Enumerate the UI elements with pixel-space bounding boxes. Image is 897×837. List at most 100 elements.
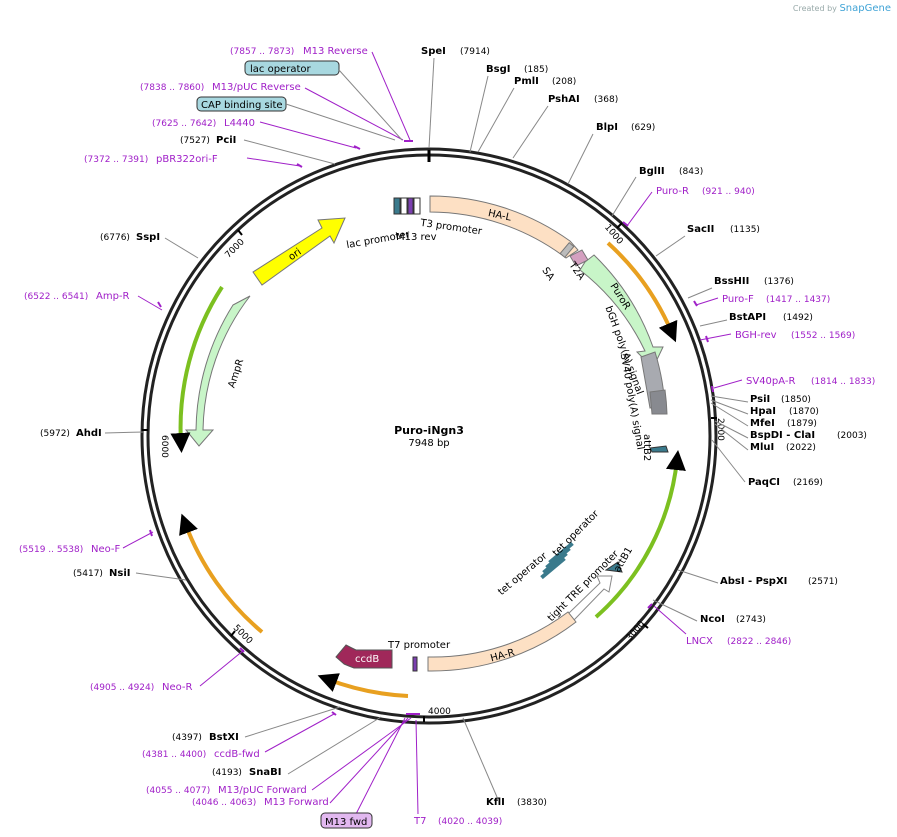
primer-pbr322ori-f[interactable]: (7372 .. 7391) pBR322ori-F <box>84 154 218 165</box>
feature-lac-operator[interactable] <box>400 197 408 215</box>
primer-puro-r[interactable]: Puro-R(921 .. 940) <box>656 186 755 197</box>
primer-t7[interactable]: T7(4020 .. 4039) <box>413 816 502 827</box>
feature-sv40-polya[interactable] <box>649 389 668 415</box>
svg-text:5000: 5000 <box>231 623 254 646</box>
feature-sa[interactable] <box>559 242 575 258</box>
primer-puro-f[interactable]: Puro-F(1417 .. 1437) <box>722 294 830 305</box>
right-green-arc <box>594 450 686 619</box>
enzyme-pshai[interactable]: PshAI(368) <box>548 94 618 105</box>
svg-text:pBR322ori-F: pBR322ori-F <box>156 154 218 165</box>
primer-m13-forward[interactable]: (4046 .. 4063)M13 Forward <box>192 797 329 808</box>
primer-neo-f[interactable]: (5519 .. 5538) Neo-F <box>19 544 121 555</box>
boxed-m13-fwd[interactable]: M13 fwd <box>320 812 373 829</box>
feature-ha-r[interactable] <box>427 611 577 672</box>
enzyme-blpi[interactable]: BlpI (629) <box>596 122 655 133</box>
enzyme-bsgi[interactable]: BsgI(185) <box>486 64 548 75</box>
enzyme-sacii[interactable]: SacII(1135) <box>687 224 760 235</box>
svg-text:(4046 .. 4063): (4046 .. 4063) <box>192 798 256 808</box>
feature-t3-promoter[interactable] <box>413 197 421 215</box>
svg-text:(1879): (1879) <box>787 419 817 429</box>
feature-ampr[interactable] <box>184 295 251 447</box>
primer-neo-r[interactable]: (4905 .. 4924)Neo-R <box>90 682 193 693</box>
enzyme-paqci[interactable]: PaqCI(2169) <box>748 477 823 488</box>
enzyme-psii[interactable]: PsiI(1850) <box>750 394 811 405</box>
svg-text:(1492): (1492) <box>783 313 813 323</box>
primer-m13-reverse[interactable]: (7857 .. 7873)M13 Reverse <box>230 46 368 57</box>
svg-text:(7838 .. 7860): (7838 .. 7860) <box>140 83 204 93</box>
enzyme-pcii[interactable]: (7527)PciI <box>180 135 236 146</box>
feature-cap-site[interactable] <box>393 197 401 215</box>
primer-sv40pa-r[interactable]: SV40pA-R(1814 .. 1833) <box>746 376 875 387</box>
svg-text:(5519 .. 5538): (5519 .. 5538) <box>19 545 83 555</box>
svg-text:BssHII: BssHII <box>714 276 749 287</box>
enzyme-sspi[interactable]: (6776)SspI <box>100 232 160 243</box>
svg-text:T7: T7 <box>413 816 426 827</box>
svg-text:(1850): (1850) <box>781 395 811 405</box>
enzyme-ncoi[interactable]: NcoI(2743) <box>700 614 766 625</box>
svg-text:SpeI: SpeI <box>421 46 446 57</box>
svg-text:(1376): (1376) <box>764 277 794 287</box>
enzyme-bstxi[interactable]: (4397)BstXI <box>172 732 239 743</box>
svg-text:M13/pUC Forward: M13/pUC Forward <box>218 785 307 796</box>
primer-m13puc-forward[interactable]: (4055 .. 4077)M13/pUC Forward <box>146 785 307 796</box>
svg-text:(629): (629) <box>631 123 655 133</box>
enzyme-bglii[interactable]: BglII(843) <box>639 166 703 177</box>
svg-text:AhdI: AhdI <box>76 428 102 439</box>
svg-text:(6776): (6776) <box>100 233 130 243</box>
enzyme-bspdi-clai[interactable]: BspDI - ClaI(2003) <box>750 430 867 441</box>
svg-text:(4381 .. 4400): (4381 .. 4400) <box>142 750 206 760</box>
feature-ori[interactable] <box>252 217 346 286</box>
feature-ha-l-label: HA-L <box>487 208 513 224</box>
primer-amp-r[interactable]: (6522 .. 6541)Amp-R <box>24 291 130 302</box>
feature-tet-op-1-label: tet operator <box>496 550 550 598</box>
svg-text:(4905 .. 4924): (4905 .. 4924) <box>90 683 154 693</box>
svg-text:Neo-F: Neo-F <box>91 544 121 555</box>
boxed-lac-operator[interactable]: lac operator <box>244 60 403 141</box>
enzyme-ahdi[interactable]: (5972)AhdI <box>40 428 102 439</box>
feature-m13rev[interactable] <box>407 197 414 215</box>
svg-text:PshAI: PshAI <box>548 94 580 105</box>
enzyme-absi-pspxi[interactable]: AbsI - PspXI(2571) <box>720 576 838 587</box>
puror-orf-arrow <box>606 241 678 343</box>
feature-ha-l[interactable] <box>429 195 579 259</box>
ampr-green-arrow <box>170 285 224 453</box>
primer-lncx[interactable]: LNCX(2822 .. 2846) <box>686 636 791 647</box>
enzyme-mfei[interactable]: MfeI(1879) <box>750 418 817 429</box>
primer-l4440[interactable]: (7625 .. 7642)L4440 <box>152 118 255 129</box>
tick-1000: 1000 <box>602 222 625 247</box>
svg-text:SacII: SacII <box>687 224 714 235</box>
enzyme-bsshii[interactable]: BssHII (1376) <box>714 276 794 287</box>
primer-bgh-rev[interactable]: BGH-rev(1552 .. 1569) <box>735 330 855 341</box>
enzyme-mlui[interactable]: MluI(2022) <box>750 442 816 453</box>
enzyme-kfli[interactable]: KflI(3830) <box>486 797 547 808</box>
feature-m13rev-label: M13 rev <box>396 232 437 243</box>
svg-text:Amp-R: Amp-R <box>96 291 130 302</box>
enzyme-hpai[interactable]: HpaI(1870) <box>750 406 819 417</box>
svg-text:lac operator: lac operator <box>250 64 311 75</box>
tick-3000: 3000 <box>625 619 649 643</box>
enzyme-bstapi[interactable]: BstAPI(1492) <box>729 312 813 323</box>
feature-attb1[interactable] <box>604 561 623 573</box>
feature-tet-operator-block[interactable] <box>540 541 574 580</box>
svg-text:SV40pA-R: SV40pA-R <box>746 376 795 387</box>
enzyme-spei[interactable]: SpeI(7914) <box>421 46 490 57</box>
feature-t7-promoter[interactable] <box>412 656 418 672</box>
feature-tight-tre-promoter[interactable] <box>567 575 613 621</box>
primer-ccdb-fwd[interactable]: (4381 .. 4400)ccdB-fwd <box>142 749 260 760</box>
svg-text:(7372 .. 7391): (7372 .. 7391) <box>84 155 148 165</box>
svg-text:(2003): (2003) <box>837 431 867 441</box>
primer-m13puc-reverse[interactable]: (7838 .. 7860)M13/pUC Reverse <box>140 82 301 93</box>
boxed-cap-binding-site[interactable]: CAP binding site <box>196 96 396 141</box>
enzyme-snabi[interactable]: (4193)SnaBI <box>212 767 281 778</box>
tick-5000: 5000 <box>230 623 254 647</box>
svg-text:4000: 4000 <box>428 707 451 717</box>
enzyme-nsii[interactable]: (5417)NsiI <box>73 568 130 579</box>
svg-text:BlpI: BlpI <box>596 122 618 133</box>
feature-ccdb[interactable] <box>335 644 393 669</box>
svg-text:MluI: MluI <box>750 442 774 453</box>
backbone-outer <box>140 147 718 725</box>
svg-text:BstXI: BstXI <box>209 732 239 743</box>
svg-text:NsiI: NsiI <box>109 568 130 579</box>
snapgene-logo: SnapGene <box>839 3 891 14</box>
enzyme-pmli[interactable]: PmlI(208) <box>514 76 576 87</box>
